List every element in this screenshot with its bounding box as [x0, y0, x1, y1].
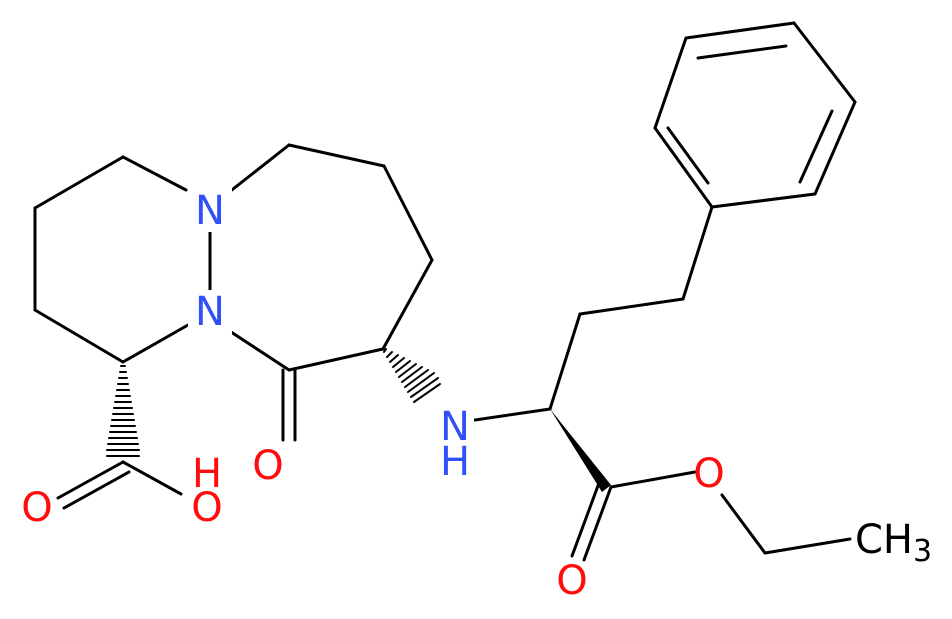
piperidazine-ring — [33, 155, 212, 510]
methyl-carbon-text: CH — [855, 517, 913, 563]
acid-hydroxyl-hydrogen-label: H — [192, 451, 222, 497]
hashed-wedge-acid — [106, 365, 140, 457]
atom-labels: N N N H O O H O O O CH3 — [21, 188, 932, 604]
ester-ether-oxygen-label: O — [693, 451, 724, 497]
nitrogen-label-1: N — [195, 188, 225, 234]
acid-carbonyl-oxygen-label: O — [21, 485, 52, 531]
label-bg — [188, 290, 232, 334]
ester-carbonyl-oxygen-label: O — [556, 558, 587, 604]
nitrogen-label-2: N — [195, 289, 225, 335]
phenyl-ring — [653, 21, 857, 209]
side-chain — [473, 205, 852, 562]
hashed-wedge-nh — [383, 348, 441, 403]
amine-hydrogen-label: H — [440, 439, 470, 485]
amine-nitrogen-label: N — [440, 404, 470, 450]
ketone-oxygen-label: O — [252, 443, 283, 489]
methyl-label: CH3 — [855, 517, 932, 569]
label-bg — [188, 188, 232, 232]
azepine-ring — [226, 143, 441, 442]
label-bg — [438, 402, 474, 478]
acid-hydroxyl-oxygen-label: O — [191, 485, 222, 531]
methyl-subscript-text: 3 — [913, 534, 932, 569]
